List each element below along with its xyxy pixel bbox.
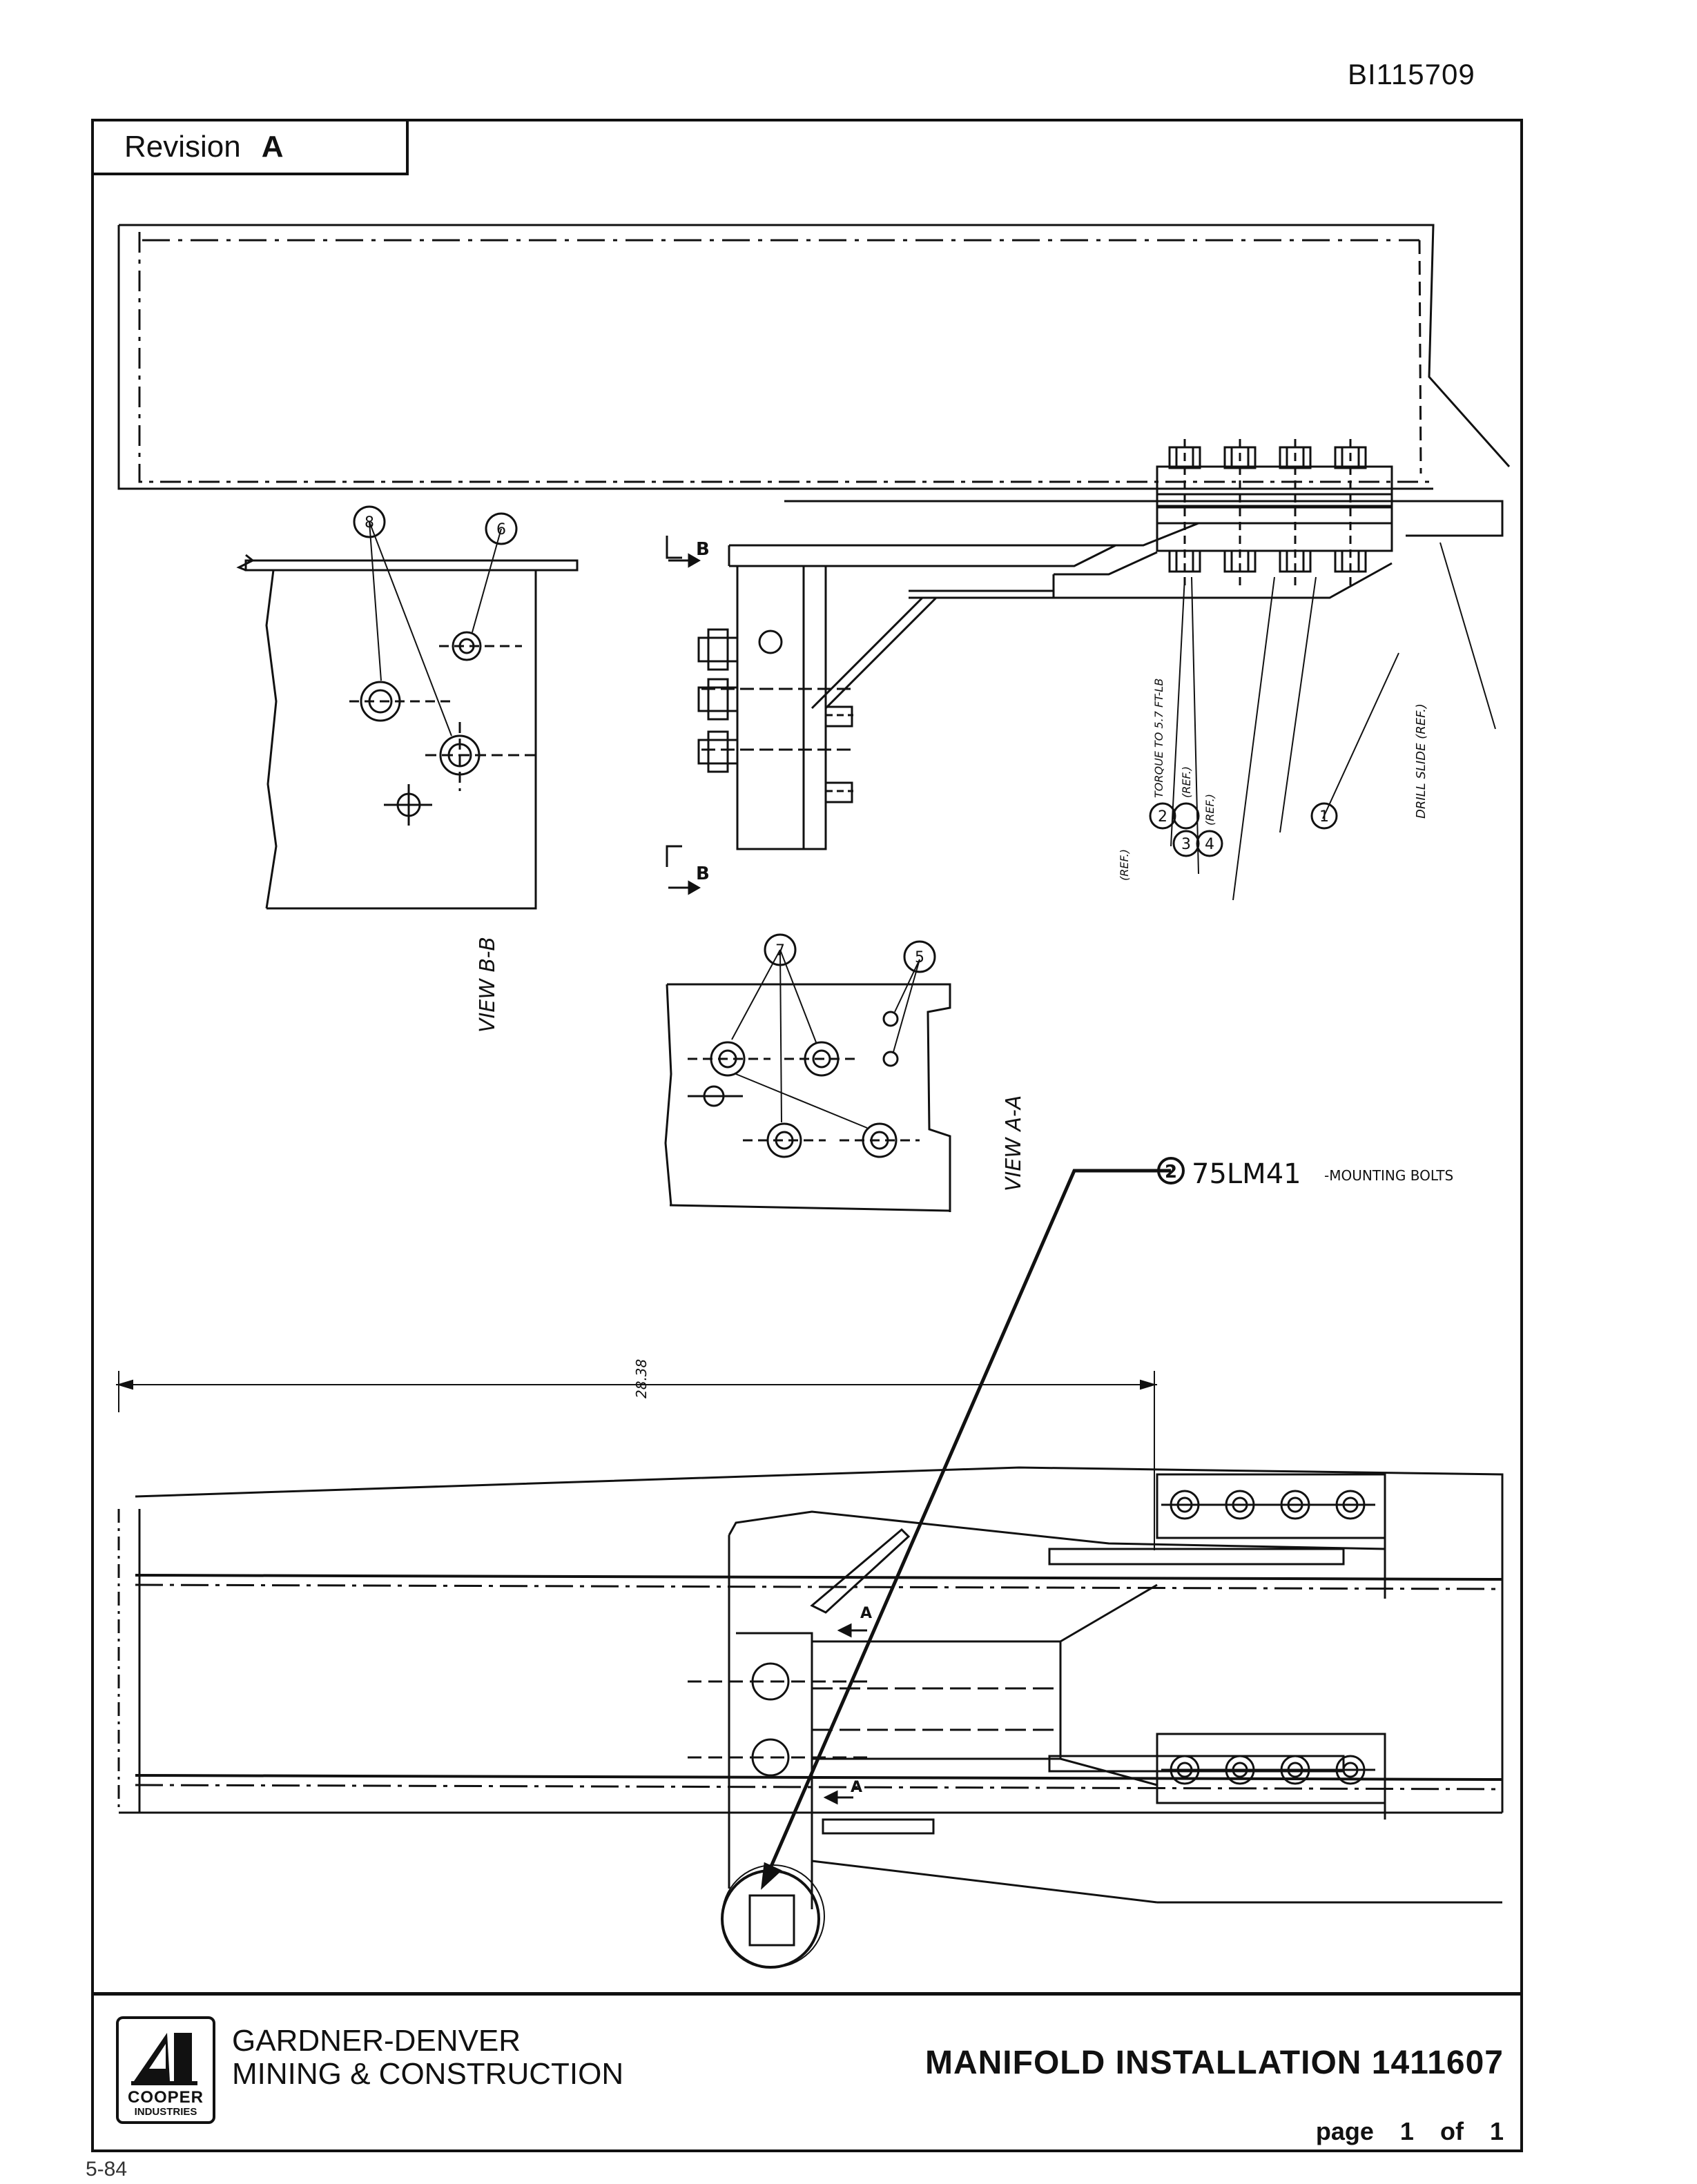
callout-2: 2 <box>1158 808 1167 826</box>
top-bolt-heads <box>1168 446 1367 469</box>
section-marker-b-top: B <box>696 539 710 560</box>
logo-text-industries: INDUSTRIES <box>134 2106 197 2118</box>
revision-label: Revision <box>124 130 241 164</box>
view-bb-drawing <box>236 505 579 910</box>
page-indicator: page 1 of 1 <box>1316 2117 1504 2146</box>
manifold-block-side <box>666 536 853 895</box>
page-number: 1 <box>1399 2117 1414 2145</box>
technical-drawing: 8 6 7 5 2 3 4 1 B B A A VIEW B-B VIEW A-… <box>116 224 1511 1969</box>
company-line-2: MINING & CONSTRUCTION <box>232 2057 624 2091</box>
view-aa-label: VIEW A-A <box>1002 1095 1026 1191</box>
callout-5: 5 <box>915 949 924 966</box>
page-of: of <box>1439 2117 1464 2145</box>
callout-1: 1 <box>1319 808 1329 826</box>
section-marker-a-top: A <box>860 1605 872 1622</box>
cooper-logo: COOPER INDUSTRIES <box>116 2016 215 2124</box>
note-torque-ref: (REF.) <box>1118 849 1131 881</box>
page-total: 1 <box>1489 2117 1504 2145</box>
drawing-frame <box>91 119 1523 2152</box>
footer-mark: 5-84 <box>86 2158 128 2181</box>
section-marker-b-bottom: B <box>696 864 710 884</box>
page-label: page <box>1315 2117 1374 2145</box>
document-number: BI115709 <box>1348 58 1475 90</box>
drawing-labels: 8 6 7 5 2 3 4 1 B B A A VIEW B-B VIEW A-… <box>365 514 1453 1796</box>
hose-fittings <box>697 628 853 803</box>
company-name: GARDNER-DENVER MINING & CONSTRUCTION <box>232 2025 623 2091</box>
drill-slide-top-view <box>117 224 1511 537</box>
bottom-nuts <box>1168 549 1367 573</box>
cooper-logo-icon <box>131 2033 197 2085</box>
drawing-title: MANIFOLD INSTALLATION 1411607 <box>924 2045 1504 2081</box>
section-marker-a-bottom: A <box>851 1779 862 1796</box>
dimension-value: 28.38 <box>633 1359 650 1398</box>
side-view-leaders <box>1170 542 1496 901</box>
mounting-bolts-desc: -MOUNTING BOLTS <box>1324 1167 1453 1184</box>
dimension-2838 <box>116 1371 1157 1550</box>
note-drill-slide: DRILL SLIDE (REF.) <box>1414 703 1428 819</box>
mounting-bolts-number: 2 <box>1165 1162 1177 1182</box>
callout-circles-side <box>1149 802 1338 857</box>
note-ref-3: (REF.) <box>1180 766 1193 798</box>
mounting-bracket-side <box>728 522 1393 710</box>
view-aa-drawing <box>664 933 951 1212</box>
callout-7: 7 <box>775 942 785 959</box>
company-line-1: GARDNER-DENVER <box>232 2024 521 2058</box>
bolt-assembly-side <box>1156 439 1393 591</box>
note-torque: TORQUE TO 5.7 FT-LB <box>1152 679 1165 798</box>
callout-8: 8 <box>365 514 374 532</box>
callout-4: 4 <box>1205 836 1214 853</box>
callout-3: 3 <box>1181 836 1191 853</box>
note-ref-4: (REF.) <box>1203 794 1216 826</box>
revision-box: Revision A <box>91 119 409 175</box>
plan-bolts-top <box>1161 1490 1375 1520</box>
title-block: COOPER INDUSTRIES GARDNER-DENVER MINING … <box>94 1992 1520 2149</box>
callout-6: 6 <box>496 521 506 538</box>
plan-bolts-bottom <box>1161 1755 1375 1785</box>
logo-text-cooper: COOPER <box>127 2088 204 2107</box>
revision-letter: A <box>261 130 284 164</box>
mounting-bolts-part: 75LM41 <box>1192 1158 1301 1190</box>
view-bb-label: VIEW B-B <box>476 937 500 1033</box>
plan-view <box>117 1466 1504 1969</box>
